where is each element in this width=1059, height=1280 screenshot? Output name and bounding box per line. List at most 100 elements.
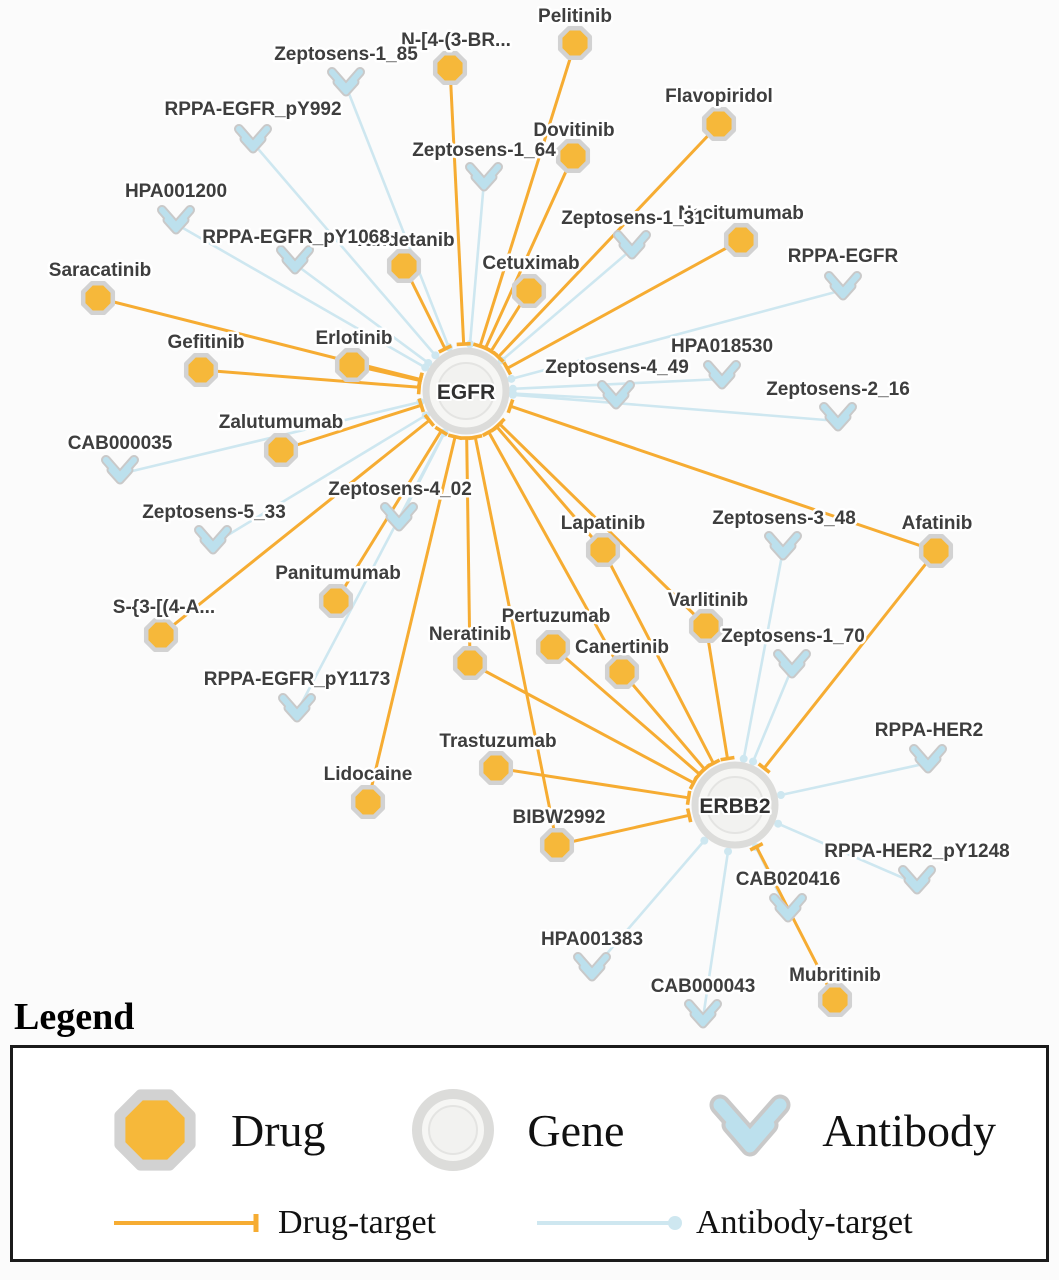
- edge-afatinib-egfr: [506, 398, 937, 553]
- legend-gene-label: Gene: [527, 1104, 625, 1156]
- antibody-node-rppa_egfr[interactable]: [824, 271, 862, 301]
- node-label-zeptosens_4_02: Zeptosens-4_02: [328, 479, 472, 500]
- node-label-zeptosens_4_49: Zeptosens-4_49: [545, 357, 689, 378]
- antibody-target-dot: [424, 358, 433, 367]
- node-label-rppa_her2_py1248: RPPA-HER2_pY1248: [824, 841, 1010, 862]
- drug-node-zalutumumab[interactable]: [263, 432, 299, 468]
- antibody-node-cab000043[interactable]: [684, 999, 722, 1029]
- drug-target-tee: [506, 398, 515, 414]
- node-label-zeptosens_1_31: Zeptosens-1_31: [561, 208, 705, 229]
- edge-hpa018530-egfr: [508, 377, 723, 393]
- drug-node-s3_4a[interactable]: [143, 617, 179, 653]
- antibody-node-rppa_egfr_py992[interactable]: [234, 124, 272, 154]
- drug-node-saracatinib[interactable]: [80, 280, 116, 316]
- drug-target-tee: [447, 433, 463, 441]
- edge-rppa_egfr_py992-egfr: [252, 142, 440, 360]
- drug-node-lapatinib[interactable]: [585, 532, 621, 568]
- edge-zeptosens_1_70-erbb2: [749, 667, 794, 766]
- drug-node-bibw2992[interactable]: [539, 827, 575, 863]
- node-label-zeptosens_1_70: Zeptosens-1_70: [721, 626, 865, 647]
- antibody-node-zeptosens_2_16[interactable]: [819, 402, 857, 432]
- legend-antibody-label: Antibody: [822, 1104, 996, 1156]
- node-label-pelitinib: Pelitinib: [538, 6, 612, 27]
- drug-node-afatinib[interactable]: [918, 533, 954, 569]
- drug-node-varlitinib[interactable]: [688, 608, 724, 644]
- edge-pertuzumab-erbb2: [552, 645, 706, 781]
- drug-node-lidocaine[interactable]: [350, 784, 386, 820]
- edge-lidocaine-egfr: [366, 433, 463, 803]
- gene-node-erbb2[interactable]: [691, 761, 779, 849]
- antibody-node-hpa018530[interactable]: [703, 360, 741, 390]
- antibody-node-hpa001200[interactable]: [157, 205, 195, 235]
- node-label-saracatinib: Saracatinib: [49, 260, 151, 281]
- node-label-panitumumab: Panitumumab: [275, 563, 401, 584]
- node-label-necitumumab: Necitumumab: [678, 203, 804, 224]
- edge-bibw2992-egfr: [468, 433, 559, 846]
- edge-zeptosens_3_48-erbb2: [739, 549, 785, 763]
- legend-heading: Legend: [14, 996, 135, 1038]
- antibody-node-zeptosens_5_33[interactable]: [194, 525, 232, 555]
- drug-node-flavopiridol[interactable]: [701, 106, 737, 142]
- drug-node-trastuzumab[interactable]: [478, 750, 514, 786]
- node-label-rppa_her2: RPPA-HER2: [875, 720, 983, 741]
- antibody-target-dot: [724, 847, 733, 856]
- antibody-node-hpa001383[interactable]: [573, 952, 611, 982]
- legend-drug-edge-label: Drug-target: [278, 1204, 436, 1241]
- drug-target-edge-icon: [114, 1214, 259, 1232]
- drug-target-tee: [417, 398, 426, 413]
- antibody-node-zeptosens_3_48[interactable]: [764, 531, 802, 561]
- drug-node-panitumumab[interactable]: [318, 583, 354, 619]
- drug-node-cetuximab[interactable]: [511, 273, 547, 309]
- edge-zeptosens_1_64-egfr: [466, 180, 486, 349]
- node-label-afatinib: Afatinib: [902, 513, 973, 534]
- antibody-node-zeptosens_1_64[interactable]: [465, 162, 503, 192]
- node-label-zeptosens_5_33: Zeptosens-5_33: [142, 502, 286, 523]
- edge-afatinib-erbb2: [757, 550, 938, 774]
- drug-node-gefitinib[interactable]: [183, 352, 219, 388]
- antibody-node-zeptosens_1_31[interactable]: [613, 230, 651, 260]
- drug-node-necitumumab[interactable]: [723, 222, 759, 258]
- edge-rppa_her2_py1248-erbb2: [774, 819, 918, 886]
- drug-node-mubritinib[interactable]: [817, 982, 853, 1018]
- antibody-node-rppa_egfr_py1173[interactable]: [278, 693, 316, 723]
- edge-rppa_egfr_py1068-egfr: [294, 262, 433, 367]
- edge-varlitinib-egfr: [493, 417, 708, 628]
- drug-edge-layer: [97, 42, 938, 1001]
- antibody-node-zeptosens_1_85[interactable]: [327, 67, 365, 97]
- antibody-node-rppa_her2[interactable]: [909, 744, 947, 774]
- antibody-node-cab020416[interactable]: [769, 893, 807, 923]
- antibody-node-rppa_egfr_py1068[interactable]: [276, 245, 314, 275]
- antibody-target-dot: [431, 351, 440, 360]
- drug-target-tee: [749, 842, 764, 852]
- node-label-flavopiridol: Flavopiridol: [665, 86, 773, 107]
- node-label-erlotinib: Erlotinib: [315, 328, 392, 349]
- node-label-zeptosens_1_64: Zeptosens-1_64: [412, 140, 556, 161]
- node-label-trastuzumab: Trastuzumab: [439, 731, 556, 752]
- antibody-node-cab000035[interactable]: [101, 455, 139, 485]
- antibody-node-zeptosens_1_70[interactable]: [773, 649, 811, 679]
- node-label-n4_3br: N-[4-(3-BR...: [401, 30, 511, 51]
- drug-target-tee: [693, 767, 706, 781]
- node-label-s3_4a: S-{3-[(4-A...: [113, 597, 215, 618]
- legend-drug-label: Drug: [231, 1104, 326, 1156]
- node-label-zeptosens_2_16: Zeptosens-2_16: [766, 379, 910, 400]
- node-label-gefitinib: Gefitinib: [167, 332, 244, 353]
- node-label-cab000035: CAB000035: [68, 433, 173, 454]
- antibody-node-zeptosens_4_49[interactable]: [597, 380, 635, 410]
- drug-node-neratinib[interactable]: [452, 645, 488, 681]
- drug-node-erlotinib[interactable]: [334, 347, 370, 383]
- gene-node-egfr[interactable]: [422, 347, 510, 435]
- antibody-node-zeptosens_4_02[interactable]: [380, 502, 418, 532]
- antibody-target-dot: [774, 819, 783, 828]
- drug-node-canertinib[interactable]: [604, 654, 640, 690]
- node-label-pertuzumab: Pertuzumab: [502, 606, 611, 627]
- node-label-cab000043: CAB000043: [651, 976, 756, 997]
- node-label-zalutumumab: Zalutumumab: [219, 412, 344, 433]
- drug-node-pelitinib[interactable]: [557, 25, 593, 61]
- drug-node-vandetanib[interactable]: [386, 248, 422, 284]
- drug-node-dovitinib[interactable]: [555, 138, 591, 174]
- node-label-lidocaine: Lidocaine: [324, 764, 413, 785]
- drug-node-pertuzumab[interactable]: [535, 629, 571, 665]
- antibody-node-rppa_her2_py1248[interactable]: [898, 865, 936, 895]
- drug-node-n4_3br[interactable]: [432, 50, 468, 86]
